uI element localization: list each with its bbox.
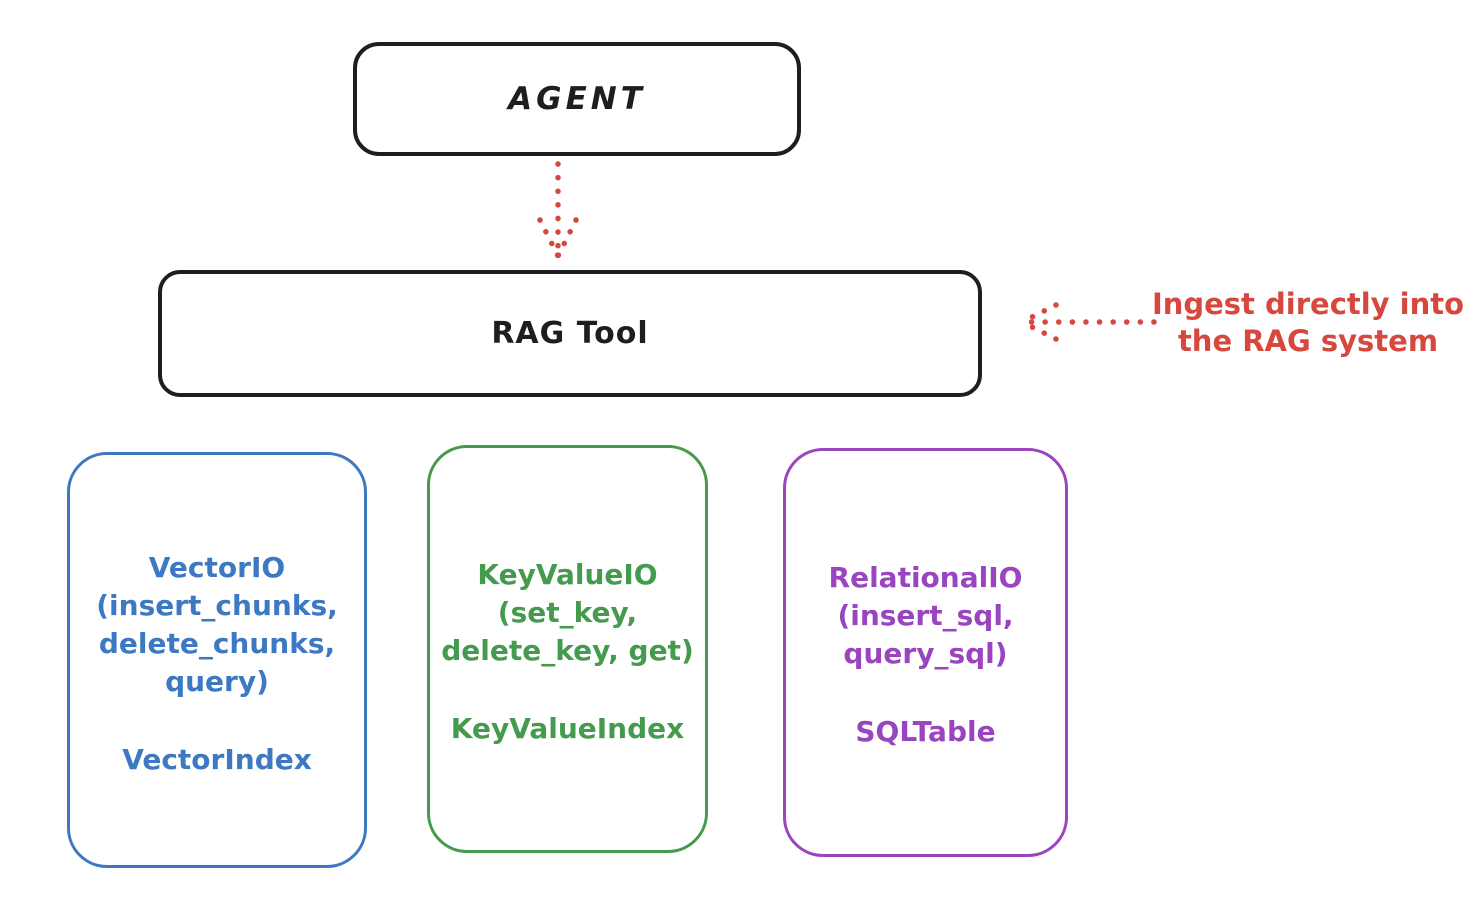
- rag-tool-node: RAG Tool: [158, 270, 982, 397]
- relational-io-title: RelationalIO: [828, 561, 1023, 594]
- keyvalue-io-methods-line: (set_key,: [497, 596, 638, 629]
- agent-node: AGENT: [353, 42, 801, 156]
- relational-io-node: RelationalIO (insert_sql, query_sql) SQL…: [783, 448, 1068, 857]
- agent-label: AGENT: [508, 81, 646, 117]
- vector-index-label: VectorIndex: [122, 743, 312, 776]
- keyvalue-io-methods-line: delete_key, get): [441, 634, 694, 667]
- keyvalue-io-title: KeyValueIO: [477, 558, 658, 591]
- vector-io-methods-line: query): [165, 665, 269, 698]
- vector-io-methods-line: (insert_chunks,: [96, 589, 338, 622]
- rag-tool-label: RAG Tool: [491, 316, 649, 351]
- keyvalue-index-label: KeyValueIndex: [450, 712, 685, 745]
- sql-table-label: SQLTable: [855, 715, 996, 748]
- annotation-line-2: the RAG system: [1177, 324, 1439, 358]
- vector-io-methods-line: delete_chunks,: [98, 627, 336, 660]
- vector-io-node: VectorIO (insert_chunks, delete_chunks, …: [67, 452, 367, 868]
- agent-to-ragtool-arrow-icon: [537, 161, 579, 259]
- relational-io-methods-line: query_sql): [843, 637, 1008, 670]
- relational-io-methods-line: (insert_sql,: [837, 599, 1014, 632]
- annotation-to-ragtool-arrow-icon: [1019, 302, 1157, 342]
- vector-io-title: VectorIO: [148, 551, 286, 584]
- annotation-note: Ingest directly into the RAG system: [1138, 286, 1478, 360]
- keyvalue-io-node: KeyValueIO (set_key, delete_key, get) Ke…: [427, 445, 708, 853]
- annotation-line-1: Ingest directly into: [1151, 287, 1465, 321]
